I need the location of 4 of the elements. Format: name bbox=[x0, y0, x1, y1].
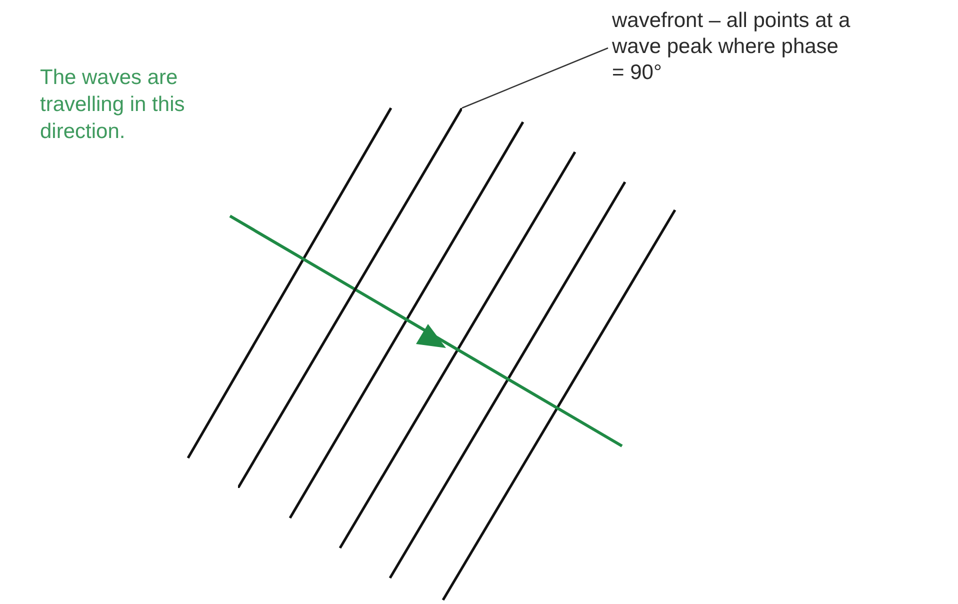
direction-note: The waves are travelling in this direction. bbox=[40, 65, 186, 145]
annotation-text: wavefront – all points at a wave peak where phase = 90° bbox=[612, 8, 852, 86]
leader-line bbox=[462, 47, 608, 109]
wavefront-line bbox=[238, 108, 462, 488]
